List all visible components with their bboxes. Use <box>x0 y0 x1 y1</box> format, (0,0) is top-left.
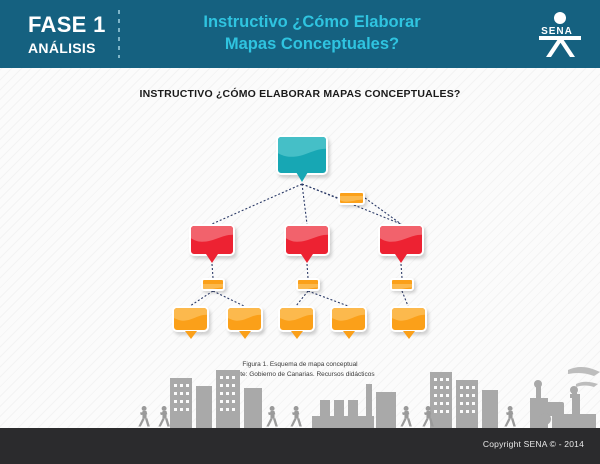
node-tail <box>296 172 308 182</box>
label-gradient <box>340 196 363 202</box>
concept-node-root <box>276 135 328 182</box>
smoke-cloud-icon <box>568 366 600 387</box>
label-gradient <box>298 284 318 289</box>
svg-text:SENA: SENA <box>541 26 573 37</box>
page-title: INSTRUCTIVO ¿CÓMO ELABORAR MAPAS CONCEPT… <box>139 88 461 100</box>
sena-logo-icon: SENA <box>539 12 581 57</box>
city-skyline-graphic <box>0 358 600 428</box>
node-gradient <box>174 308 207 330</box>
caption-line2: Fuente: Gobierno de Canarias. Recursos d… <box>225 371 375 379</box>
node-gradient <box>286 226 328 254</box>
node-tail <box>395 254 407 263</box>
skyline-icon <box>138 366 600 428</box>
node-gradient <box>392 308 425 330</box>
copyright-text: Copyright SENA © - 2014 <box>482 439 584 449</box>
label-gradient <box>203 284 223 289</box>
node-tail <box>238 331 251 339</box>
footer-bar: Copyright SENA © - 2014 <box>0 428 600 464</box>
concept-node-orange-1 <box>172 306 209 339</box>
concept-label-2 <box>296 278 320 291</box>
node-tail <box>402 331 415 339</box>
phase-block: FASE 1 ANÁLISIS <box>0 11 118 56</box>
node-tail <box>184 331 197 339</box>
node-gradient <box>380 226 422 254</box>
node-gradient <box>332 308 365 330</box>
node-gradient <box>280 308 313 330</box>
node-tail <box>301 254 313 263</box>
caption-line1: Figura 1. Esquema de mapa conceptual <box>242 361 358 368</box>
node-tail <box>342 331 355 339</box>
node-gradient <box>228 308 261 330</box>
header-title-line2: Mapas Conceptuales? <box>224 35 400 53</box>
header-title-line1: Instructivo ¿Cómo Elaborar <box>203 13 421 32</box>
concept-node-red-3 <box>378 224 424 263</box>
concept-node-orange-3 <box>278 306 315 339</box>
concept-node-orange-4 <box>330 306 367 339</box>
sena-logo: SENA <box>514 4 600 64</box>
node-gradient <box>278 137 326 173</box>
concept-node-red-2 <box>284 224 330 263</box>
concept-node-red-1 <box>189 224 235 263</box>
node-tail <box>290 331 303 339</box>
node-tail <box>206 254 218 263</box>
node-gradient <box>191 226 233 254</box>
pedestrian-figures <box>138 406 516 427</box>
phase-title: FASE 1 <box>28 11 106 37</box>
concept-label-3 <box>390 278 414 291</box>
phase-subtitle: ANÁLISIS <box>28 39 96 56</box>
header-bar: FASE 1 ANÁLISIS Instructivo ¿Cómo Elabor… <box>0 0 600 68</box>
header-divider <box>118 10 120 58</box>
label-gradient <box>392 284 412 289</box>
header-title: Instructivo ¿Cómo Elaborar Mapas Concept… <box>120 12 514 56</box>
forklift-icon <box>538 394 580 425</box>
concept-label-1 <box>201 278 225 291</box>
figure-caption: Figura 1. Esquema de mapa conceptual Fue… <box>0 360 600 380</box>
concept-label-0 <box>338 191 365 205</box>
concept-node-orange-5 <box>390 306 427 339</box>
concept-node-orange-2 <box>226 306 263 339</box>
